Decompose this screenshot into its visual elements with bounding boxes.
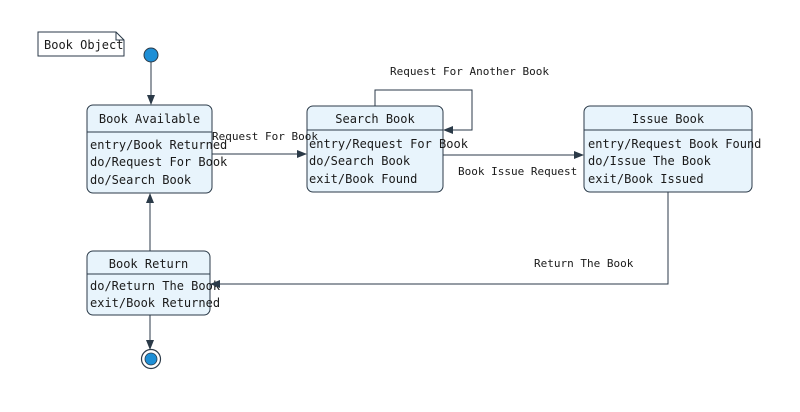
state-action: entry/Request Book Found bbox=[588, 137, 761, 151]
state-title: Book Return bbox=[109, 257, 188, 271]
state-action: do/Issue The Book bbox=[588, 154, 712, 168]
transition-label-request-another-book: Request For Another Book bbox=[390, 65, 549, 78]
book-object-note: Book Object bbox=[37, 31, 125, 57]
transition-label-return-the-book: Return The Book bbox=[534, 257, 634, 270]
transition-return-the-book bbox=[210, 192, 669, 288]
state-action: exit/Book Found bbox=[309, 172, 417, 186]
final-state bbox=[140, 348, 162, 370]
state-title: Book Available bbox=[99, 112, 200, 126]
state-book-return: Book Return do/Return The Book exit/Book… bbox=[86, 250, 221, 316]
state-book-available: Book Available entry/Book Returned do/Re… bbox=[86, 104, 228, 194]
transition-label-request-for-book: Request For Book bbox=[212, 130, 318, 143]
state-action: entry/Request For Book bbox=[309, 137, 469, 151]
initial-state bbox=[143, 47, 159, 63]
transition-label-book-issue-request: Book Issue Request bbox=[458, 165, 577, 178]
state-action: exit/Book Issued bbox=[588, 172, 704, 186]
state-search-book: Search Book entry/Request For Book do/Se… bbox=[306, 105, 469, 193]
transition-request-another-book bbox=[374, 89, 473, 134]
state-action: do/Request For Book bbox=[90, 155, 228, 169]
state-issue-book: Issue Book entry/Request Book Found do/I… bbox=[583, 105, 761, 193]
state-action: do/Search Book bbox=[309, 154, 411, 168]
state-action: exit/Book Returned bbox=[90, 296, 220, 310]
state-action: do/Search Book bbox=[90, 173, 192, 187]
state-action: entry/Book Returned bbox=[90, 138, 227, 152]
state-action: do/Return The Book bbox=[90, 279, 221, 293]
state-title: Search Book bbox=[335, 112, 415, 126]
state-title: Issue Book bbox=[632, 112, 705, 126]
note-label: Book Object bbox=[44, 38, 123, 52]
